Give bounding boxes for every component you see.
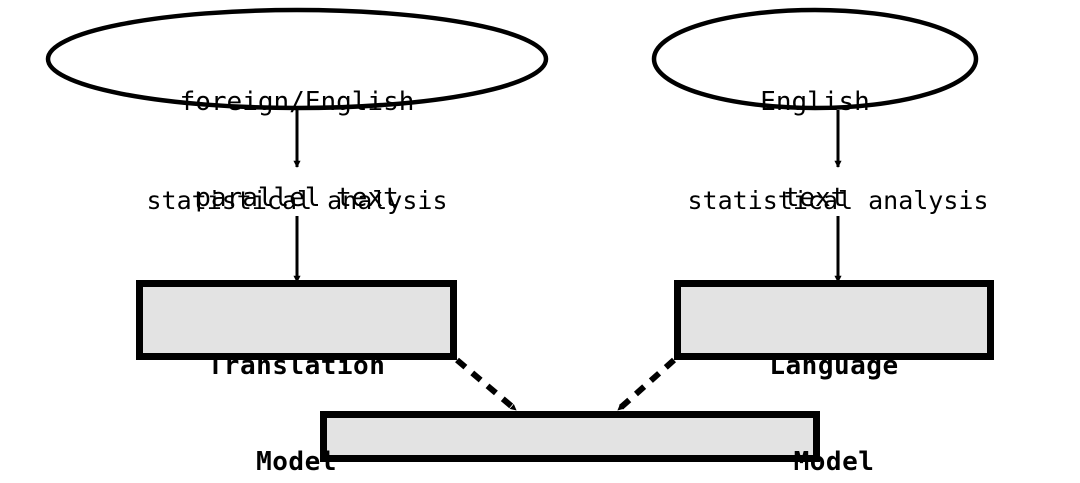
node-parallel-text-ellipse	[45, 7, 549, 111]
edge-translation-model-to-decoder	[455, 357, 518, 413]
node-translation-model-box	[136, 280, 457, 360]
edge-language-model-to-decoder	[616, 357, 676, 413]
edge-label-statistical-analysis-left: statistical analysis	[146, 186, 448, 215]
node-language-model-box	[674, 280, 994, 360]
node-english-text-ellipse	[651, 7, 979, 111]
edge-label-statistical-analysis-right: statistical analysis	[687, 186, 989, 215]
node-decoding-algorithm-box	[320, 411, 820, 462]
